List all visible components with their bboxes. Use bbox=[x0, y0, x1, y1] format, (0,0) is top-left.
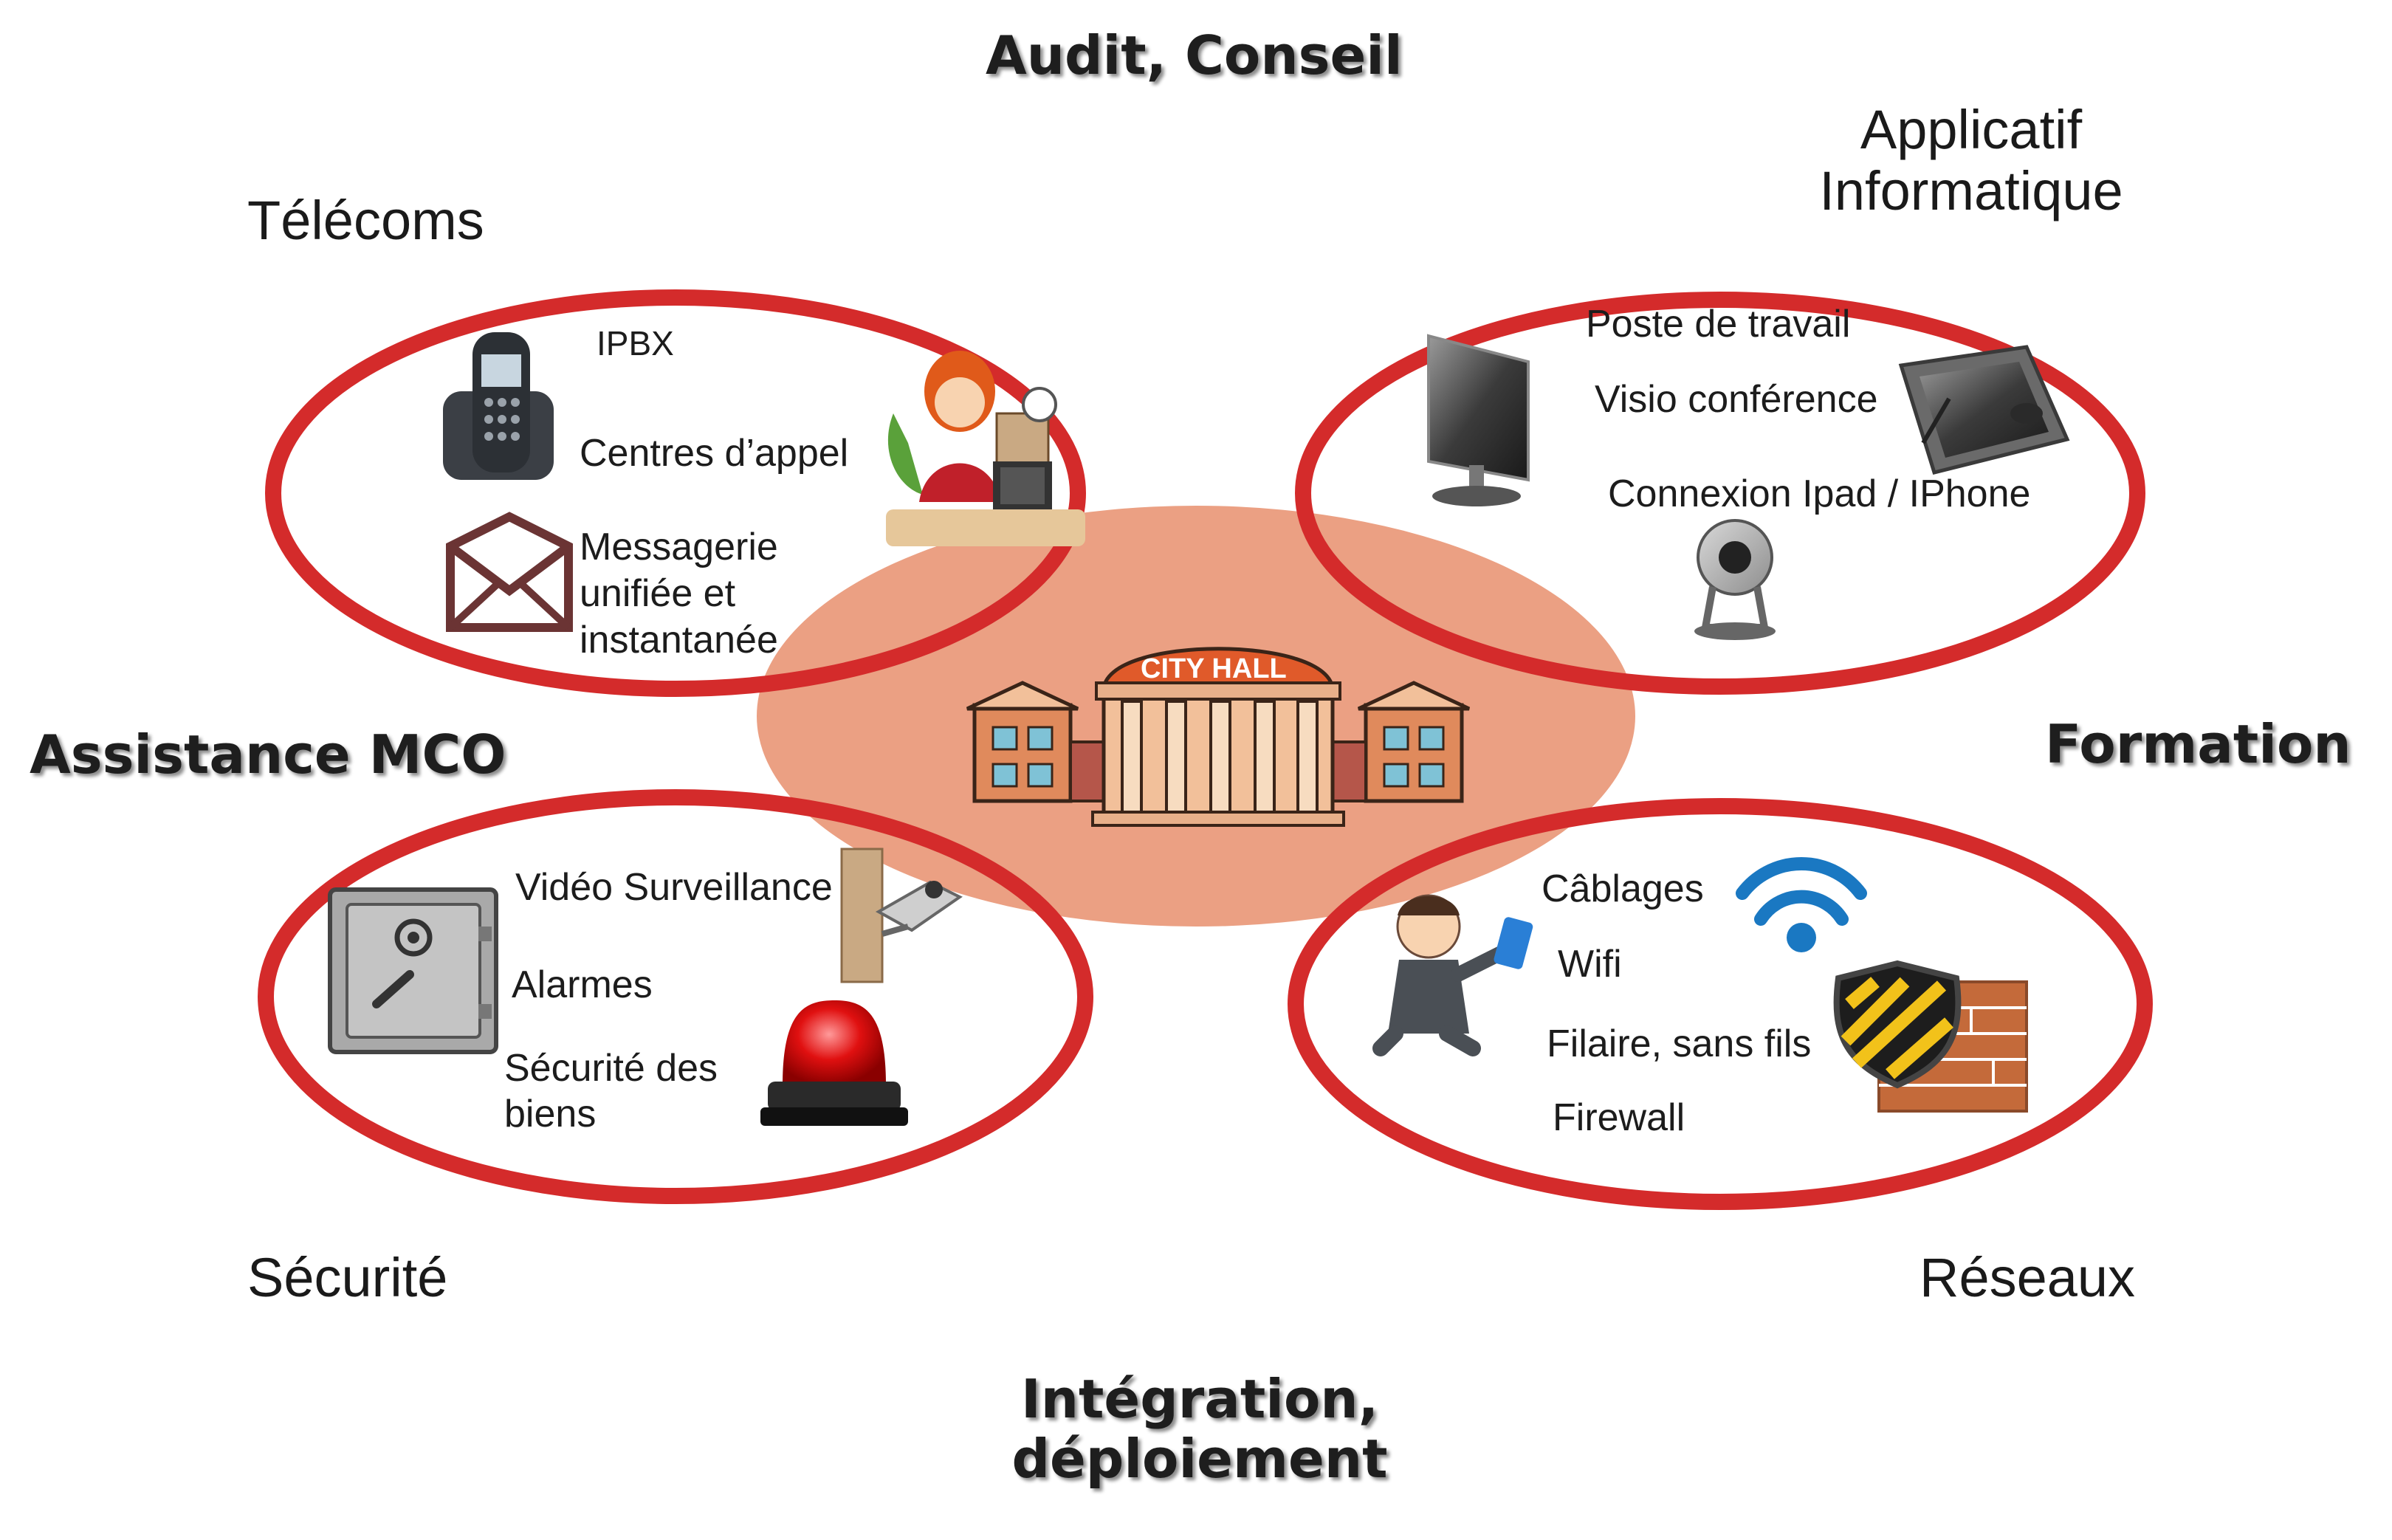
businessman-icon bbox=[1372, 894, 1533, 1056]
reseaux-item-filaire: Filaire, sans fils bbox=[1547, 1022, 1812, 1065]
ring-securite bbox=[258, 789, 1093, 1204]
service-top-label: Audit, Conseil bbox=[986, 24, 1403, 86]
service-right-label: Formation bbox=[2045, 713, 2351, 775]
siren-icon bbox=[760, 1000, 908, 1126]
telecoms-item-messagerie-3: instantanée bbox=[580, 619, 778, 661]
safe-icon bbox=[328, 887, 498, 1054]
city-hall-sign: CITY HALL bbox=[1141, 653, 1287, 684]
telecoms-title: Télécoms bbox=[247, 190, 484, 251]
receptionist-icon bbox=[886, 351, 1085, 546]
monitor-icon bbox=[1427, 334, 1530, 506]
webcam-icon bbox=[1694, 519, 1776, 640]
reseaux-item-wifi: Wifi bbox=[1558, 943, 1622, 986]
service-bottom-line1: Intégration, bbox=[1020, 1368, 1379, 1430]
applicatif-title: Applicatif Informatique bbox=[1757, 99, 2185, 222]
applicatif-item-connexion: Connexion Ipad / IPhone bbox=[1608, 472, 2031, 515]
tablet-icon bbox=[1898, 345, 2070, 475]
envelope-icon bbox=[446, 512, 573, 632]
applicatif-item-visio: Visio conférence bbox=[1595, 378, 1878, 421]
city-hall-icon bbox=[966, 647, 1471, 827]
applicatif-item-poste: Poste de travail bbox=[1586, 303, 1851, 346]
ring-telecoms bbox=[265, 289, 1086, 697]
camera-icon bbox=[840, 848, 963, 983]
service-left-label: Assistance MCO bbox=[30, 723, 506, 786]
telecoms-item-centres: Centres d’appel bbox=[580, 432, 849, 475]
securite-title: Sécurité bbox=[247, 1247, 448, 1308]
reseaux-item-firewall: Firewall bbox=[1553, 1096, 1685, 1139]
securite-item-alarmes: Alarmes bbox=[512, 963, 653, 1006]
securite-item-video: Vidéo Surveillance bbox=[515, 866, 833, 909]
securite-item-securite-2: biens bbox=[504, 1093, 597, 1135]
reseaux-title: Réseaux bbox=[1920, 1247, 2136, 1308]
telecoms-item-messagerie-2: unifiée et bbox=[580, 572, 736, 615]
shield-icon bbox=[1833, 960, 1962, 1089]
ring-reseaux bbox=[1288, 798, 2153, 1210]
phone-icon bbox=[443, 332, 554, 480]
wifi-icon bbox=[1736, 857, 1867, 952]
service-bottom-label: Intégration, déploiement bbox=[960, 1369, 1440, 1488]
ring-applicatif bbox=[1295, 292, 2145, 695]
applicatif-title-line2: Informatique bbox=[1819, 159, 2123, 221]
telecoms-item-messagerie-1: Messagerie bbox=[580, 526, 778, 568]
applicatif-title-line1: Applicatif bbox=[1860, 99, 2083, 160]
securite-item-securite-1: Sécurité des bbox=[504, 1047, 718, 1090]
reseaux-item-cablages: Câblages bbox=[1542, 867, 1704, 910]
telecoms-item-ipbx: IPBX bbox=[597, 324, 674, 362]
service-bottom-line2: déploiement bbox=[1011, 1427, 1388, 1490]
